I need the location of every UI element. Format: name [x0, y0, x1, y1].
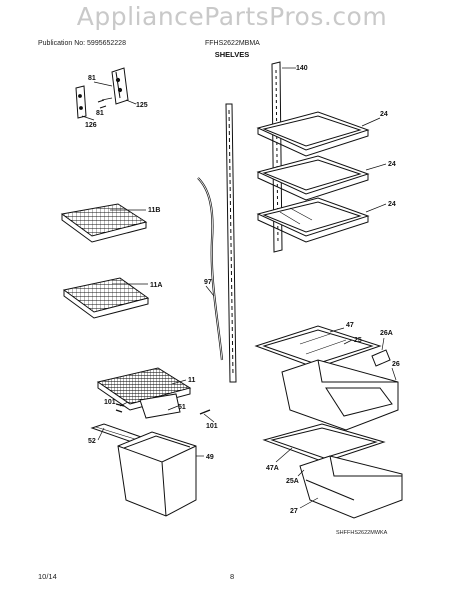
callout-26: 26	[392, 361, 400, 368]
diagram-code: SHFFHS2622MWKA	[336, 530, 388, 536]
crisper-cover-upper	[254, 325, 382, 369]
publication-number: Publication No: 5995652228	[38, 40, 126, 47]
vertical-trim	[225, 103, 237, 383]
callout-27: 27	[290, 508, 298, 515]
callout-25: 25	[354, 337, 362, 344]
footer-page-number: 8	[230, 572, 235, 581]
callout-49: 49	[206, 454, 214, 461]
model-number: FFHS2622MBMA	[205, 40, 260, 47]
callout-26a: 26A	[380, 330, 393, 337]
wire-shelf-11	[96, 367, 192, 419]
leader-lines	[81, 67, 397, 509]
shelf-trim-tube	[197, 177, 224, 361]
callout-125: 125	[136, 102, 148, 109]
callout-97: 97	[204, 279, 212, 286]
screw-101	[115, 403, 211, 415]
callout-101-right: 101	[206, 423, 218, 430]
callout-11a: 11A	[150, 282, 162, 289]
shelf-bracket-part	[75, 67, 129, 119]
wire-shelf-11b	[60, 203, 148, 243]
glass-shelf-upper	[256, 111, 370, 157]
callout-11: 11	[188, 377, 196, 384]
callout-101-left: 101	[104, 399, 116, 406]
callout-126: 126	[85, 122, 97, 129]
wire-shelf-11a	[62, 277, 150, 319]
callout-11b: 11B	[148, 207, 160, 214]
callout-25a: 25A	[286, 478, 299, 485]
callout-24-upper: 24	[380, 111, 388, 118]
section-title: SHELVES	[214, 50, 250, 59]
callout-81-upper: 81	[88, 75, 96, 82]
callout-47a: 47A	[266, 465, 279, 472]
callout-51: 51	[178, 404, 186, 411]
crisper-drawer-upper	[281, 349, 399, 431]
watermark: AppliancePartsPros.com	[76, 2, 388, 31]
storage-bin-49	[117, 431, 197, 517]
callout-81-lower: 81	[96, 110, 104, 117]
crisper-drawer-lower	[299, 455, 403, 519]
callout-24-middle: 24	[388, 161, 396, 168]
callout-47: 47	[346, 322, 354, 329]
callout-52: 52	[88, 438, 96, 445]
glass-shelf-middle	[256, 155, 370, 201]
callout-140: 140	[296, 65, 308, 72]
crisper-cover-lower	[262, 423, 386, 463]
footer-date: 10/14	[38, 572, 57, 581]
glass-shelf-lower	[256, 197, 370, 243]
callout-24-lower: 24	[388, 201, 396, 208]
